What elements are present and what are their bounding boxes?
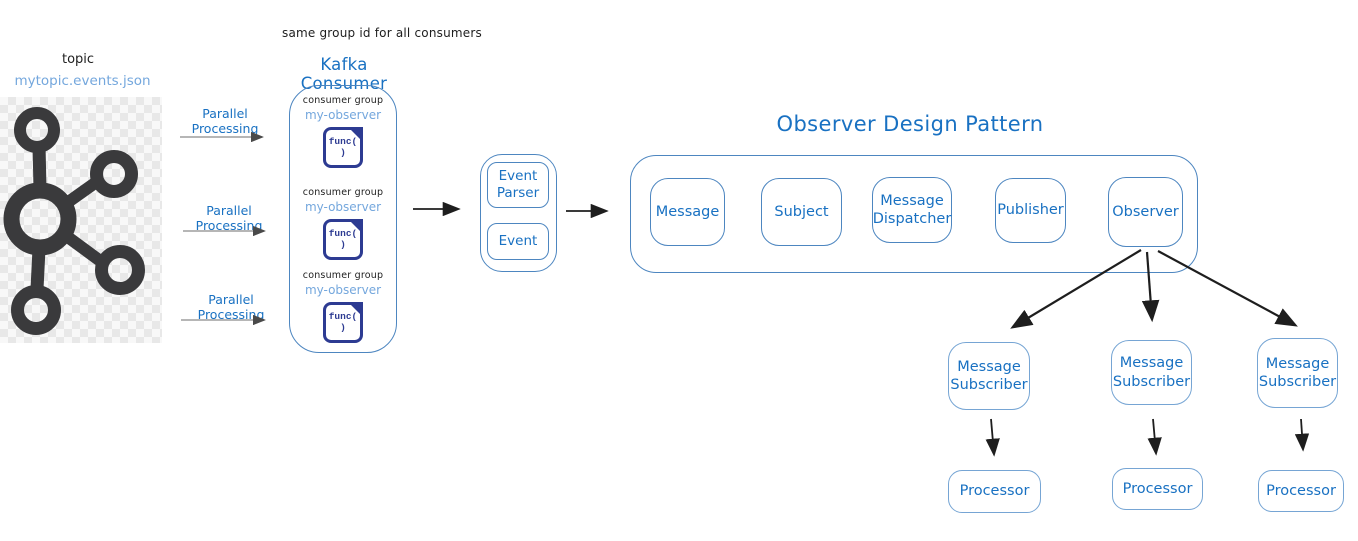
message-subscriber-label: Message Subscriber [1258, 355, 1337, 390]
func-label: func( ) [328, 135, 358, 159]
observer-pattern-title: Observer Design Pattern [776, 112, 1044, 136]
folded-corner-icon [348, 126, 364, 142]
kafka-consumer-title: Kafka Consumer [300, 55, 388, 93]
topic-name: mytopic.events.json [14, 73, 151, 89]
component-label: Observer [1112, 203, 1179, 220]
message-subscriber-box: Message Subscriber [948, 342, 1030, 410]
component-label: Subject [774, 203, 829, 220]
topic-label: topic [61, 52, 95, 67]
func-label: func( ) [328, 227, 358, 251]
processor-label: Processor [959, 483, 1030, 500]
func-label: func( ) [328, 310, 358, 334]
kafka-logo-icon [0, 97, 162, 343]
folded-corner-icon [348, 301, 364, 317]
processor-box: Processor [1112, 468, 1203, 510]
component-label: Message Dispatcher [872, 192, 952, 227]
consumer-group-name: my-observer [304, 107, 382, 122]
consumer-group: consumer group my-observer func( ) [290, 95, 396, 168]
component-box-observer: Observer [1108, 177, 1183, 247]
consumer-group-label: consumer group [302, 270, 384, 281]
parallel-processing-label: Parallel Processing [191, 106, 259, 136]
consumer-group-label: consumer group [302, 95, 384, 106]
event-group-box [480, 154, 557, 272]
event-label: Event [498, 233, 538, 250]
kafka-consumer-box: consumer group my-observer func( ) consu… [289, 85, 397, 353]
func-document-icon: func( ) [323, 126, 364, 168]
func-document-icon: func( ) [323, 218, 364, 260]
component-box-message: Message [650, 178, 725, 246]
message-subscriber-box: Message Subscriber [1257, 338, 1338, 408]
consumer-group-name: my-observer [304, 199, 382, 214]
event-box: Event [487, 223, 549, 260]
subscriber-to-processor-arrow-2 [1147, 418, 1162, 456]
consumer-group: consumer group my-observer func( ) [290, 187, 396, 260]
processor-label: Processor [1122, 480, 1193, 497]
message-subscriber-label: Message Subscriber [1112, 355, 1191, 390]
observer-pattern-container [630, 155, 1198, 273]
folded-corner-icon [348, 218, 364, 234]
parallel-processing-label: Parallel Processing [195, 203, 263, 233]
func-document-icon: func( ) [323, 301, 364, 343]
component-box-subject: Subject [761, 178, 842, 246]
subscriber-to-processor-arrow-3 [1294, 418, 1310, 452]
consumer-group-label: consumer group [302, 187, 384, 198]
component-box-message-dispatcher: Message Dispatcher [872, 177, 952, 243]
processor-box: Processor [948, 470, 1041, 513]
event-parser-box: Event Parser [487, 162, 549, 208]
same-group-note: same group id for all consumers [282, 26, 482, 40]
message-subscriber-box: Message Subscriber [1111, 340, 1192, 405]
component-label: Message [655, 203, 720, 220]
event-parser-label: Event Parser [496, 168, 540, 201]
subscriber-to-processor-arrow-1 [985, 418, 1000, 457]
component-box-publisher: Publisher [995, 178, 1066, 243]
parallel-processing-label: Parallel Processing [197, 292, 265, 322]
consumer-group: consumer group my-observer func( ) [290, 270, 396, 343]
consumer-group-name: my-observer [304, 282, 382, 297]
processor-label: Processor [1266, 482, 1336, 499]
component-label: Publisher [997, 202, 1064, 219]
message-subscriber-label: Message Subscriber [950, 358, 1028, 393]
processor-box: Processor [1258, 470, 1344, 512]
